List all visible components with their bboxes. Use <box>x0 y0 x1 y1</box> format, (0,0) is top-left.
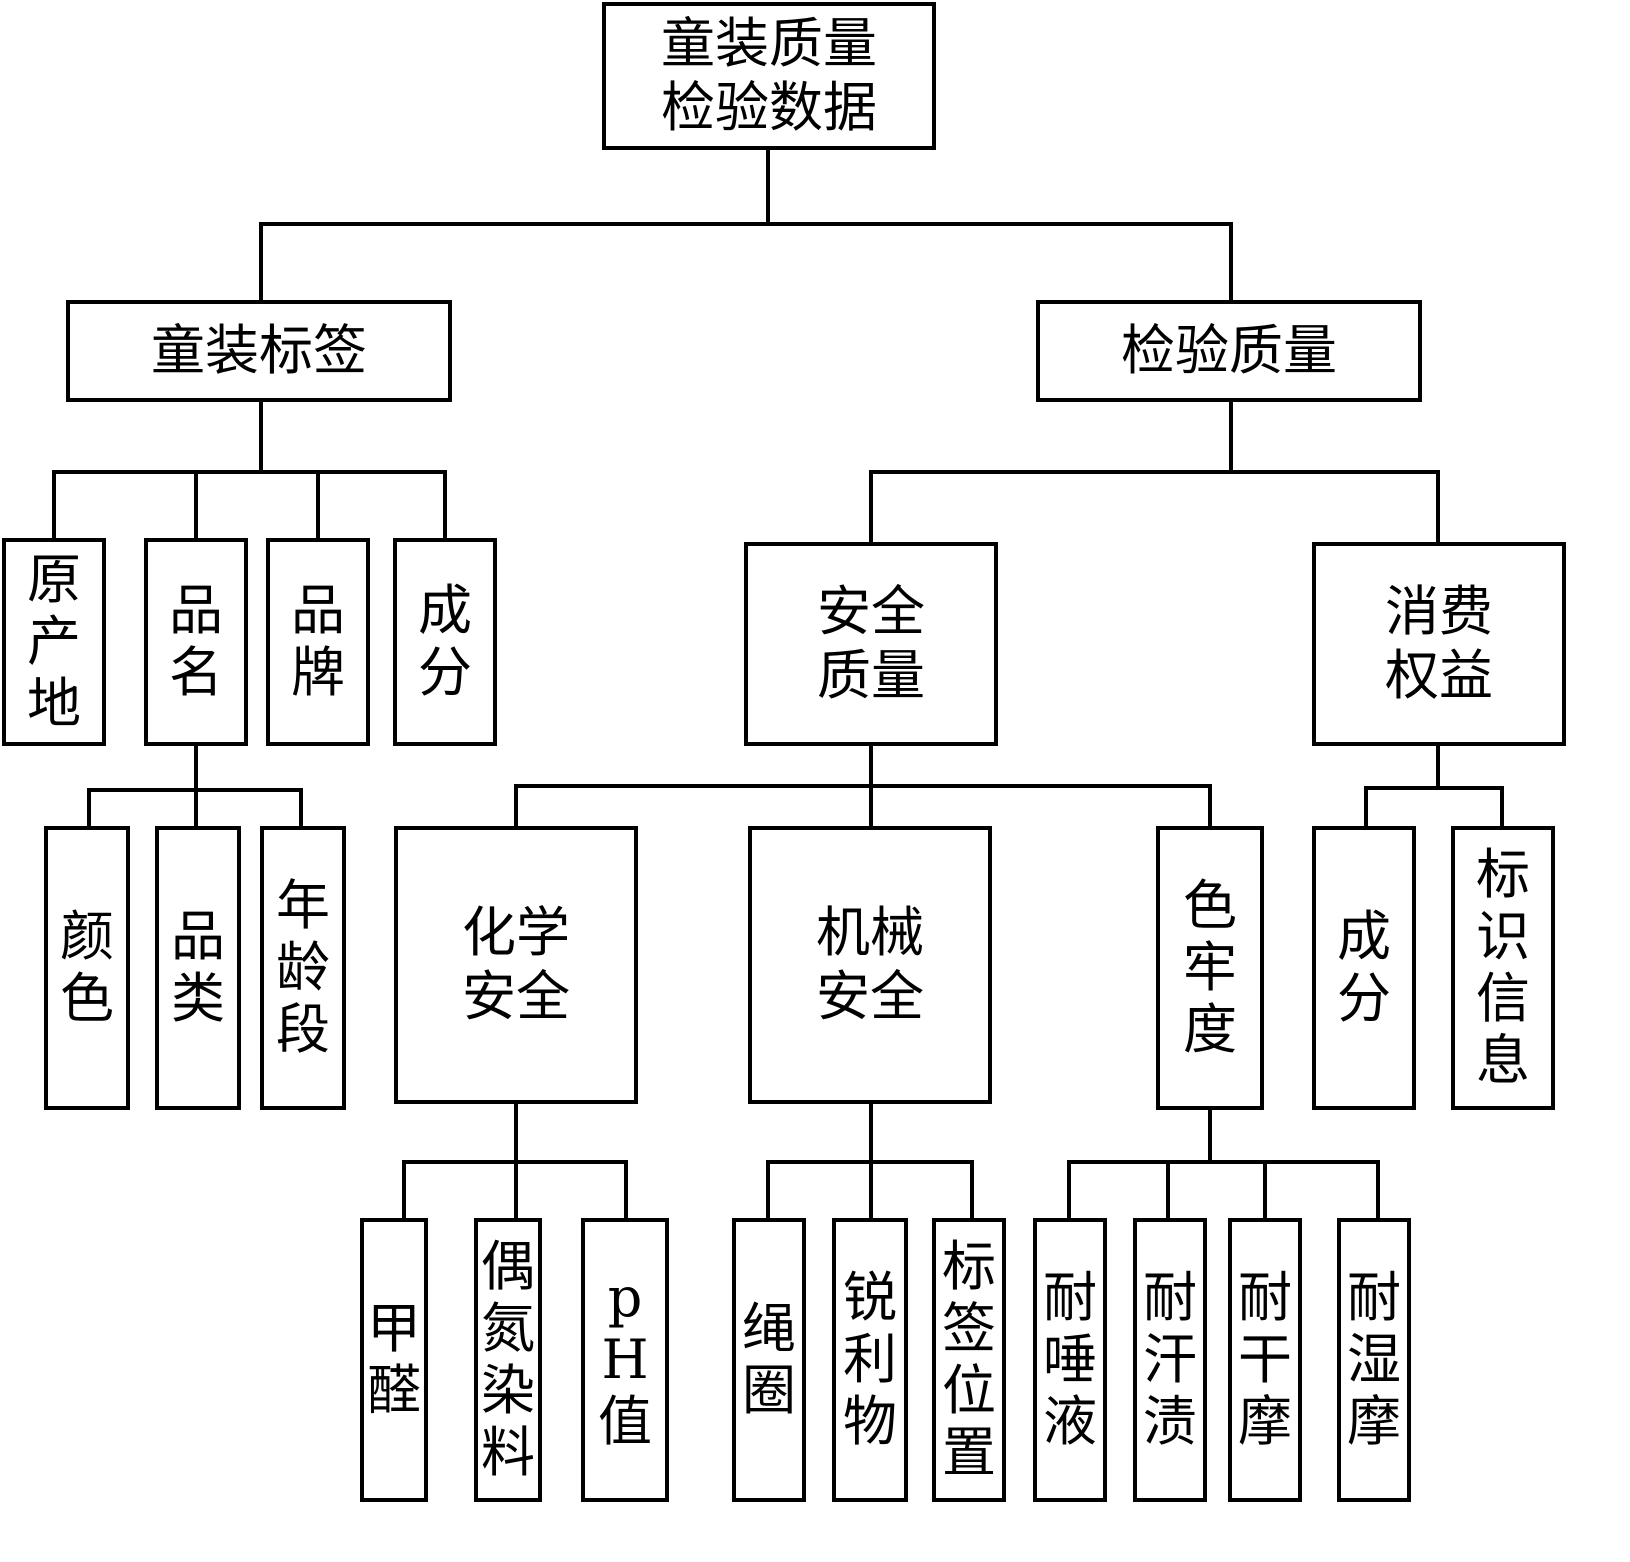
node-label: 成分 <box>418 579 472 704</box>
connector-inspection-quality-stem <box>1229 402 1233 474</box>
node-brand: 品牌 <box>266 538 370 746</box>
connector-root-bus <box>259 222 1233 226</box>
node-consumer-rights: 消费 权益 <box>1312 542 1566 746</box>
node-ph-value: pH值 <box>581 1218 669 1502</box>
node-origin: 原产地 <box>2 538 106 746</box>
node-wet-rubbing: 耐湿摩 <box>1337 1218 1411 1502</box>
connector-cord-loops-drop <box>766 1160 770 1218</box>
node-age-group: 年龄段 <box>260 826 346 1110</box>
connector-safety-quality-drop <box>869 470 873 542</box>
node-label: 机械 安全 <box>816 901 924 1028</box>
connector-color-drop <box>87 788 91 826</box>
connector-ph-value-drop <box>624 1160 628 1218</box>
connector-consumer-rights-drop <box>1436 470 1440 542</box>
connector-identification-info-drop <box>1500 786 1504 826</box>
node-label: 成分 <box>1337 905 1391 1030</box>
connector-color-fastness-bus <box>1067 1160 1380 1164</box>
connector-product-name-stem <box>194 746 198 792</box>
connector-color-fastness-stem <box>1208 1110 1212 1164</box>
connector-sharp-objects-drop <box>869 1160 873 1218</box>
node-mechanical-safety: 机械 安全 <box>748 826 992 1104</box>
node-label: 耐干摩 <box>1238 1266 1292 1453</box>
node-color-fastness: 色牢度 <box>1156 826 1264 1110</box>
node-cord-loops: 绳圈 <box>732 1218 806 1502</box>
connector-product-name-drop <box>194 470 198 538</box>
connector-color-fastness-drop <box>1208 784 1212 826</box>
node-color: 颜色 <box>44 826 130 1110</box>
node-label: 偶氮染料 <box>481 1235 535 1484</box>
node-label: 化学 安全 <box>462 901 570 1028</box>
connector-age-group-drop <box>299 788 303 826</box>
connector-consumer-rights-bus <box>1364 786 1504 790</box>
connector-mechanical-safety-stem <box>869 1104 873 1164</box>
connector-chemical-safety-drop <box>514 784 518 826</box>
node-label: 童装标签 <box>66 300 452 402</box>
node-label: 颜色 <box>60 905 114 1030</box>
connector-composition-rights-drop <box>1364 786 1368 826</box>
node-label: pH值 <box>598 1266 652 1453</box>
node-formaldehyde: 甲醛 <box>360 1218 428 1502</box>
connector-inspection-quality-bus <box>869 470 1440 474</box>
node-label: 耐汗渍 <box>1143 1266 1197 1453</box>
node-safety-quality: 安全 质量 <box>744 542 998 746</box>
node-identification-info: 标识信息 <box>1451 826 1555 1110</box>
connector-safety-quality-bus <box>514 784 1212 788</box>
node-label-position: 标签位置 <box>932 1218 1006 1502</box>
node-label: 色牢度 <box>1183 874 1237 1061</box>
connector-mechanical-safety-drop <box>869 784 873 826</box>
connector-label-position-drop <box>970 1160 974 1218</box>
connector-brand-drop <box>316 470 320 538</box>
node-label: 消费 权益 <box>1385 580 1493 707</box>
node-label: 童装质量 检验数据 <box>661 12 877 139</box>
node-sharp-objects: 锐利物 <box>832 1218 908 1502</box>
node-label: 原产地 <box>27 548 81 735</box>
node-label: 安全 质量 <box>817 580 925 707</box>
node-root: 童装质量 检验数据 <box>602 2 936 150</box>
node-label: 检验质量 <box>1121 319 1337 382</box>
connector-composition-label-drop <box>443 470 447 538</box>
node-label: 品牌 <box>291 579 345 704</box>
node-label: 锐利物 <box>843 1266 897 1453</box>
connector-dry-rubbing-drop <box>1263 1160 1267 1218</box>
connector-inspection-quality-drop <box>1229 222 1233 300</box>
node-perspiration: 耐汗渍 <box>1133 1218 1207 1502</box>
node-saliva: 耐唾液 <box>1033 1218 1107 1502</box>
node-inspection-quality: 检验质量 <box>1036 300 1422 402</box>
connector-consumer-rights-stem <box>1436 746 1440 790</box>
connector-chemical-safety-stem <box>514 1104 518 1164</box>
node-composition-label: 成分 <box>393 538 497 746</box>
connector-saliva-drop <box>1067 1160 1071 1218</box>
node-chemical-safety: 化学 安全 <box>394 826 638 1104</box>
connector-azo-dyes-drop <box>514 1160 518 1218</box>
connector-category-drop <box>194 788 198 826</box>
connector-label-drop <box>259 222 263 300</box>
connector-safety-quality-stem <box>869 746 873 788</box>
node-label: 耐唾液 <box>1043 1266 1097 1453</box>
connector-label-bus <box>52 470 447 474</box>
connector-label-stem <box>259 402 263 474</box>
node-label: 耐湿摩 <box>1347 1266 1401 1453</box>
node-category: 品类 <box>155 826 241 1110</box>
node-label: 童装标签 <box>151 319 367 382</box>
node-product-name: 品名 <box>144 538 248 746</box>
connector-origin-drop <box>52 470 56 538</box>
node-label: 甲醛 <box>367 1297 421 1422</box>
node-composition-rights: 成分 <box>1312 826 1416 1110</box>
node-label: 年龄段 <box>276 874 330 1061</box>
node-label: 品类 <box>171 905 225 1030</box>
connector-root-stem <box>766 150 770 226</box>
node-label: 绳圈 <box>742 1297 796 1422</box>
node-dry-rubbing: 耐干摩 <box>1228 1218 1302 1502</box>
connector-perspiration-drop <box>1166 1160 1170 1218</box>
connector-formaldehyde-drop <box>402 1160 406 1218</box>
node-label: 标识信息 <box>1476 843 1530 1092</box>
node-label: 标签位置 <box>942 1235 996 1484</box>
node-azo-dyes: 偶氮染料 <box>474 1218 542 1502</box>
node-label: 品名 <box>169 579 223 704</box>
connector-wet-rubbing-drop <box>1376 1160 1380 1218</box>
